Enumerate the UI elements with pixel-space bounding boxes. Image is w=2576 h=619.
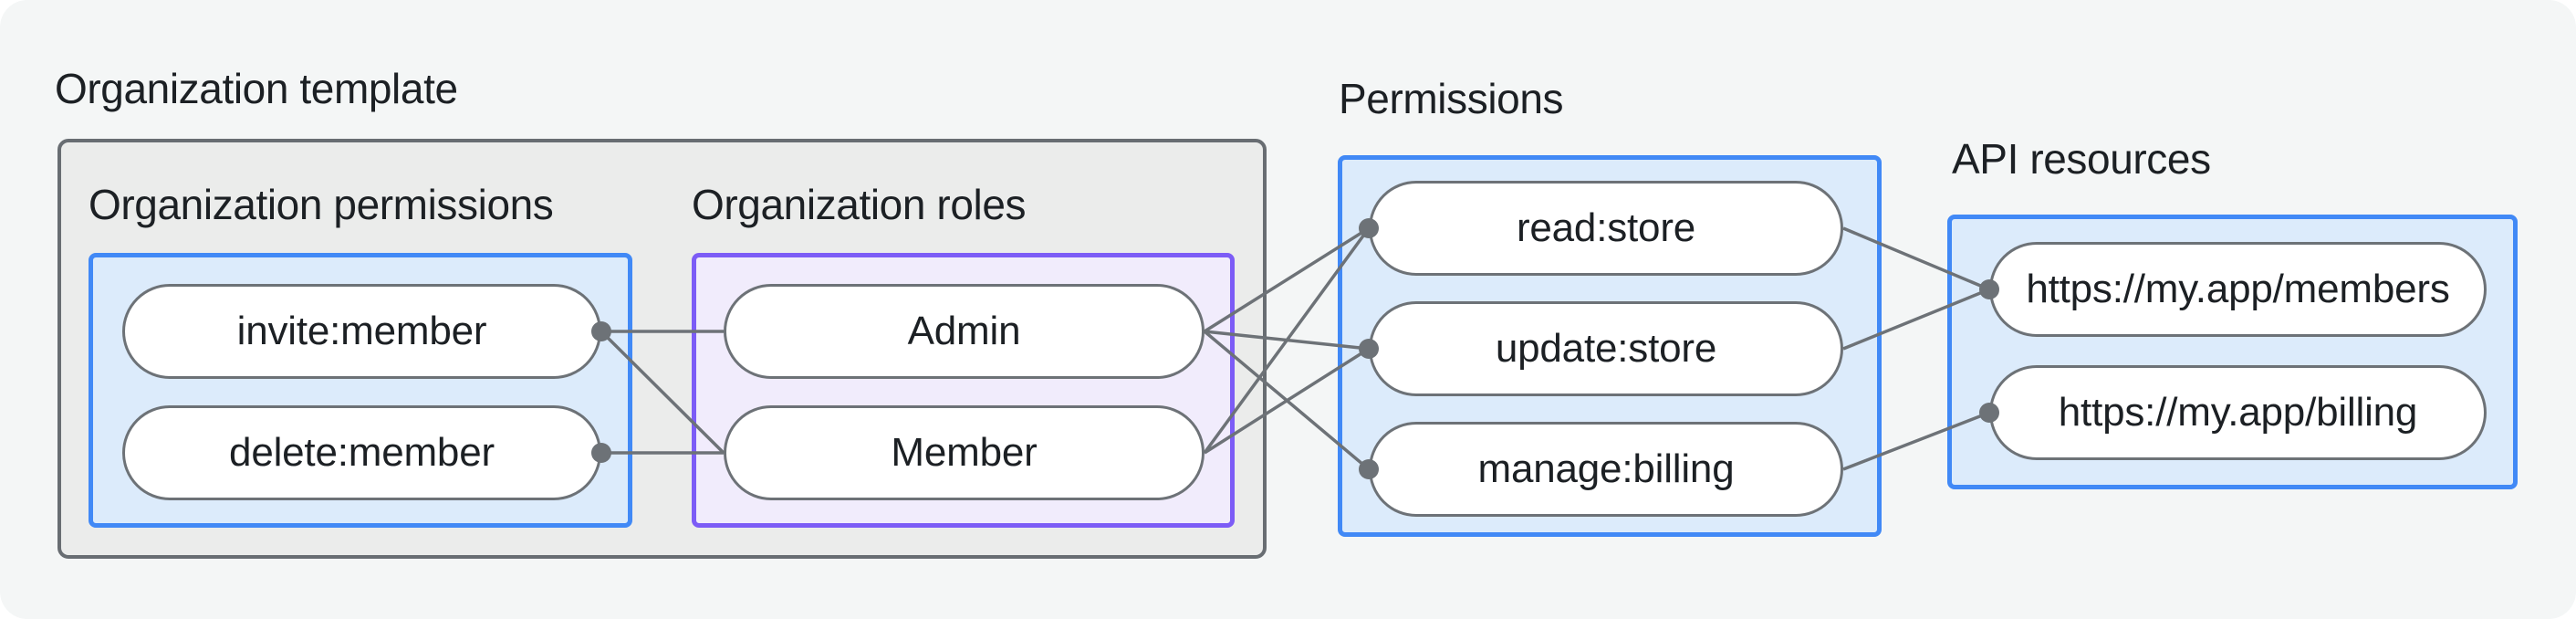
api-resources-label: API resources bbox=[1952, 135, 2211, 183]
organization-permissions-label: Organization permissions bbox=[89, 181, 554, 228]
node-manage-billing-label: manage:billing bbox=[1477, 446, 1735, 491]
node-delete-member-label: delete:member bbox=[229, 430, 495, 475]
permissions-group: read:store update:store manage:billing bbox=[1338, 155, 1882, 537]
organization-permissions-group: invite:member delete:member bbox=[89, 253, 632, 528]
node-update-store-label: update:store bbox=[1495, 326, 1717, 371]
node-member-label: Member bbox=[891, 430, 1038, 475]
organization-roles-group: Admin Member bbox=[692, 253, 1235, 528]
node-delete-member: delete:member bbox=[122, 405, 601, 500]
node-invite-member: invite:member bbox=[122, 284, 601, 379]
node-api-billing: https://my.app/billing bbox=[1989, 365, 2487, 460]
organization-template-label: Organization template bbox=[55, 65, 458, 112]
node-read-store: read:store bbox=[1369, 181, 1843, 276]
node-admin-label: Admin bbox=[907, 309, 1021, 353]
api-resources-group: https://my.app/members https://my.app/bi… bbox=[1947, 215, 2518, 489]
node-manage-billing: manage:billing bbox=[1369, 422, 1843, 517]
node-api-members-label: https://my.app/members bbox=[2026, 267, 2450, 311]
organization-roles-label: Organization roles bbox=[692, 181, 1027, 228]
node-read-store-label: read:store bbox=[1516, 205, 1696, 250]
permissions-label: Permissions bbox=[1339, 75, 1564, 122]
node-api-members: https://my.app/members bbox=[1989, 242, 2487, 337]
node-update-store: update:store bbox=[1369, 301, 1843, 396]
node-admin: Admin bbox=[724, 284, 1205, 379]
node-api-billing-label: https://my.app/billing bbox=[2058, 390, 2418, 435]
node-member: Member bbox=[724, 405, 1205, 500]
node-invite-member-label: invite:member bbox=[236, 309, 487, 353]
organization-template-container: Organization permissions Organization ro… bbox=[57, 139, 1267, 559]
